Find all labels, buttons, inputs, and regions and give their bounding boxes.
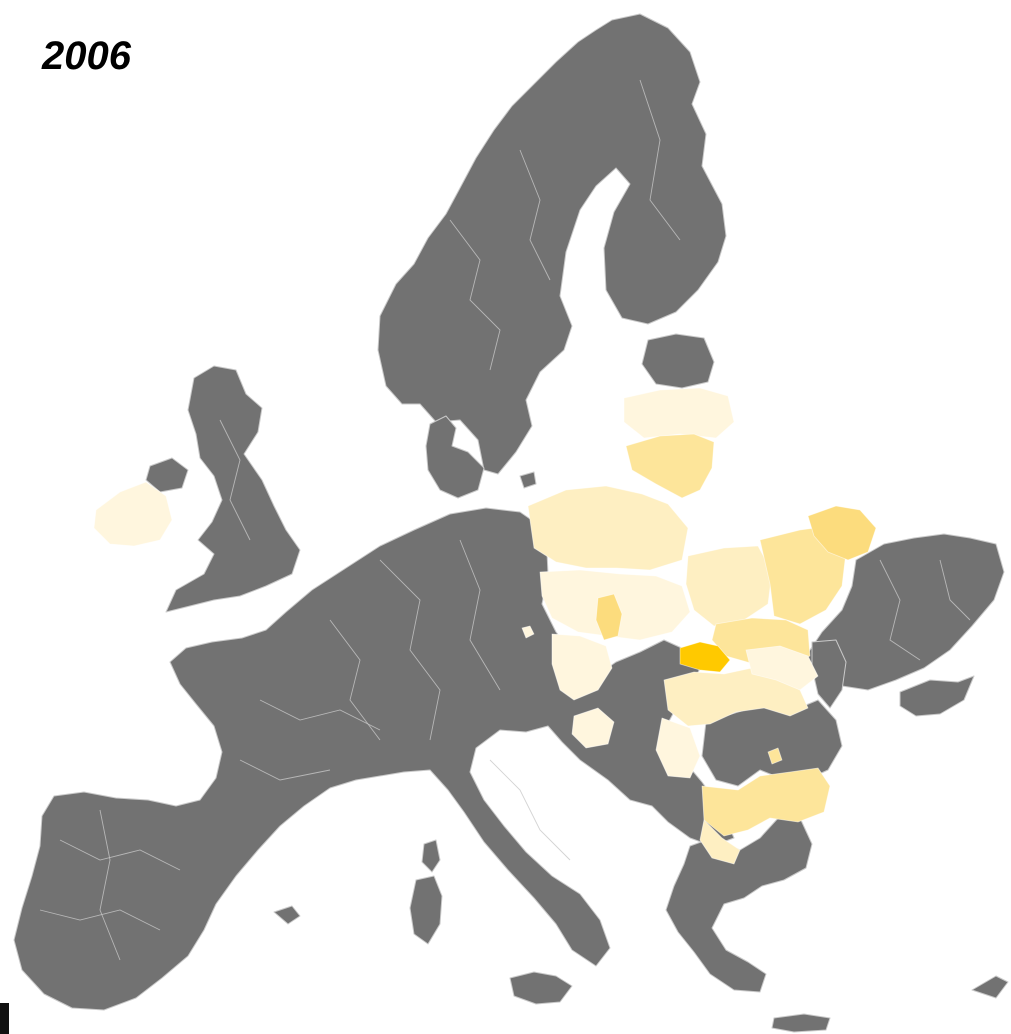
region-spot-czech: [521, 625, 535, 639]
corner-mark: [0, 1003, 9, 1034]
region-ukraine-north-east: [807, 505, 877, 561]
corsica: [421, 839, 441, 873]
region-romania-light: [745, 645, 819, 691]
shaded-regions: [93, 387, 877, 865]
region-bulgaria: [701, 767, 831, 837]
region-peak: [679, 641, 731, 673]
region-latvia: [623, 387, 735, 439]
region-romania-north: [663, 667, 809, 727]
region-romania-south-accent: [655, 717, 701, 779]
sicily: [509, 971, 573, 1005]
region-poland-north: [527, 485, 689, 571]
map-title: 2006: [42, 34, 131, 78]
region-ukraine-west: [685, 545, 773, 627]
northern-ireland: [145, 457, 189, 493]
denmark: [425, 415, 485, 499]
region-ireland: [93, 481, 173, 547]
region-spot-romania: [767, 747, 783, 765]
internal-borders: [39, 79, 971, 961]
region-bulgaria-west: [699, 819, 741, 865]
crimea: [899, 675, 975, 717]
region-poland-west-accent: [595, 593, 623, 641]
estonia: [641, 333, 715, 389]
balkans-greece: [665, 815, 813, 993]
scandinavia: [377, 13, 727, 475]
balearic-islands: [273, 905, 301, 925]
eastern-block: [805, 533, 1005, 691]
region-lithuania: [625, 433, 715, 499]
cyprus-fragment: [971, 975, 1009, 999]
western-central-europe: [13, 507, 735, 1011]
region-central-east: [551, 633, 613, 701]
crete: [771, 1013, 831, 1033]
bornholm: [519, 471, 537, 489]
sardinia: [409, 875, 443, 945]
region-slovenia: [571, 707, 615, 749]
